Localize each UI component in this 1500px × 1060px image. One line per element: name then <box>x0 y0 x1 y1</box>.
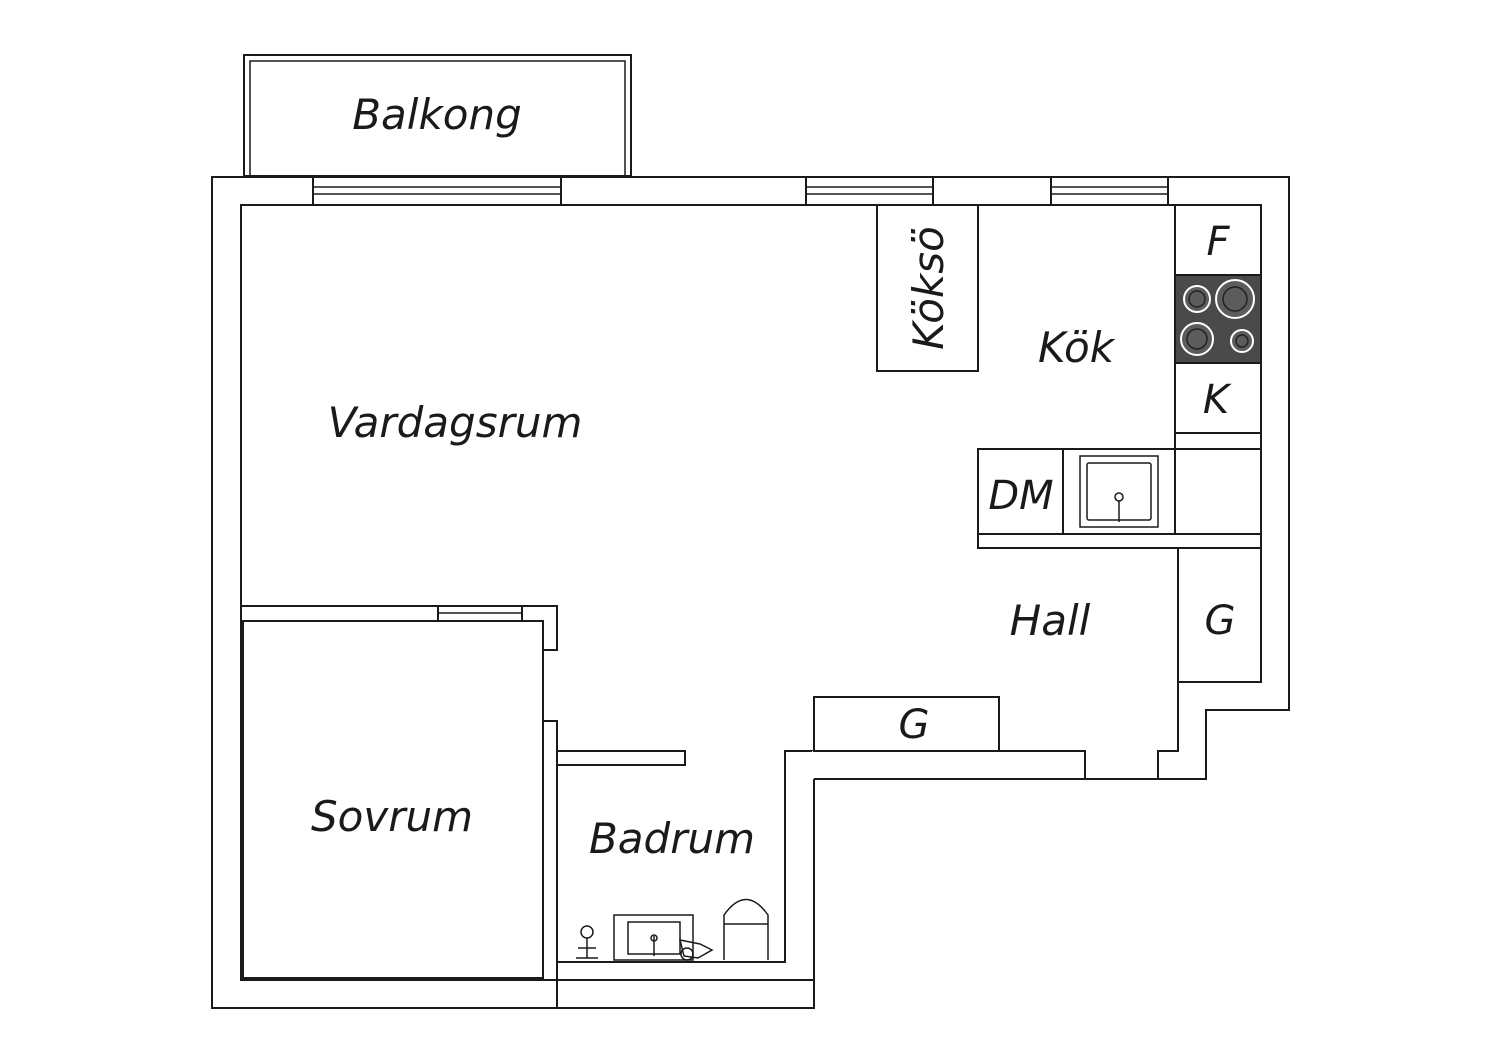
label-balcony: Balkong <box>352 90 522 139</box>
label-dishwasher: DM <box>988 473 1053 519</box>
label-bathroom: Badrum <box>589 814 755 863</box>
kitchen-counter-right <box>1174 204 1262 450</box>
toilet-icon <box>723 898 769 960</box>
label-kitchen-island: Köksö <box>904 226 953 350</box>
interior-wall-bedroom-bath <box>240 620 686 981</box>
label-hall: Hall <box>1010 596 1091 645</box>
hall-closet <box>1177 547 1262 683</box>
window-kitchen-2 <box>1050 176 1169 206</box>
window-kitchen-1 <box>805 176 934 206</box>
label-hall-closet: G <box>1205 598 1236 644</box>
label-kitchen: Kök <box>1038 323 1116 372</box>
kitchen-island <box>876 204 979 372</box>
bathroom <box>556 751 786 963</box>
label-living-room: Vardagsrum <box>328 398 583 447</box>
label-fridge: F <box>1206 219 1230 265</box>
shower-icon <box>576 925 598 959</box>
label-bedroom: Sovrum <box>311 792 473 841</box>
interior-wall-living-bedroom <box>240 605 558 651</box>
label-entry-closet: G <box>899 702 930 748</box>
label-freezer: K <box>1203 377 1232 423</box>
balcony <box>243 54 632 177</box>
bathroom-sink-icon <box>613 914 714 961</box>
kitchen-counter-lower <box>977 448 1262 549</box>
outer-walls <box>211 176 1290 1009</box>
kitchen-sink-icon <box>1079 455 1159 528</box>
window-living <box>312 176 562 206</box>
entry-closet <box>813 696 1000 752</box>
